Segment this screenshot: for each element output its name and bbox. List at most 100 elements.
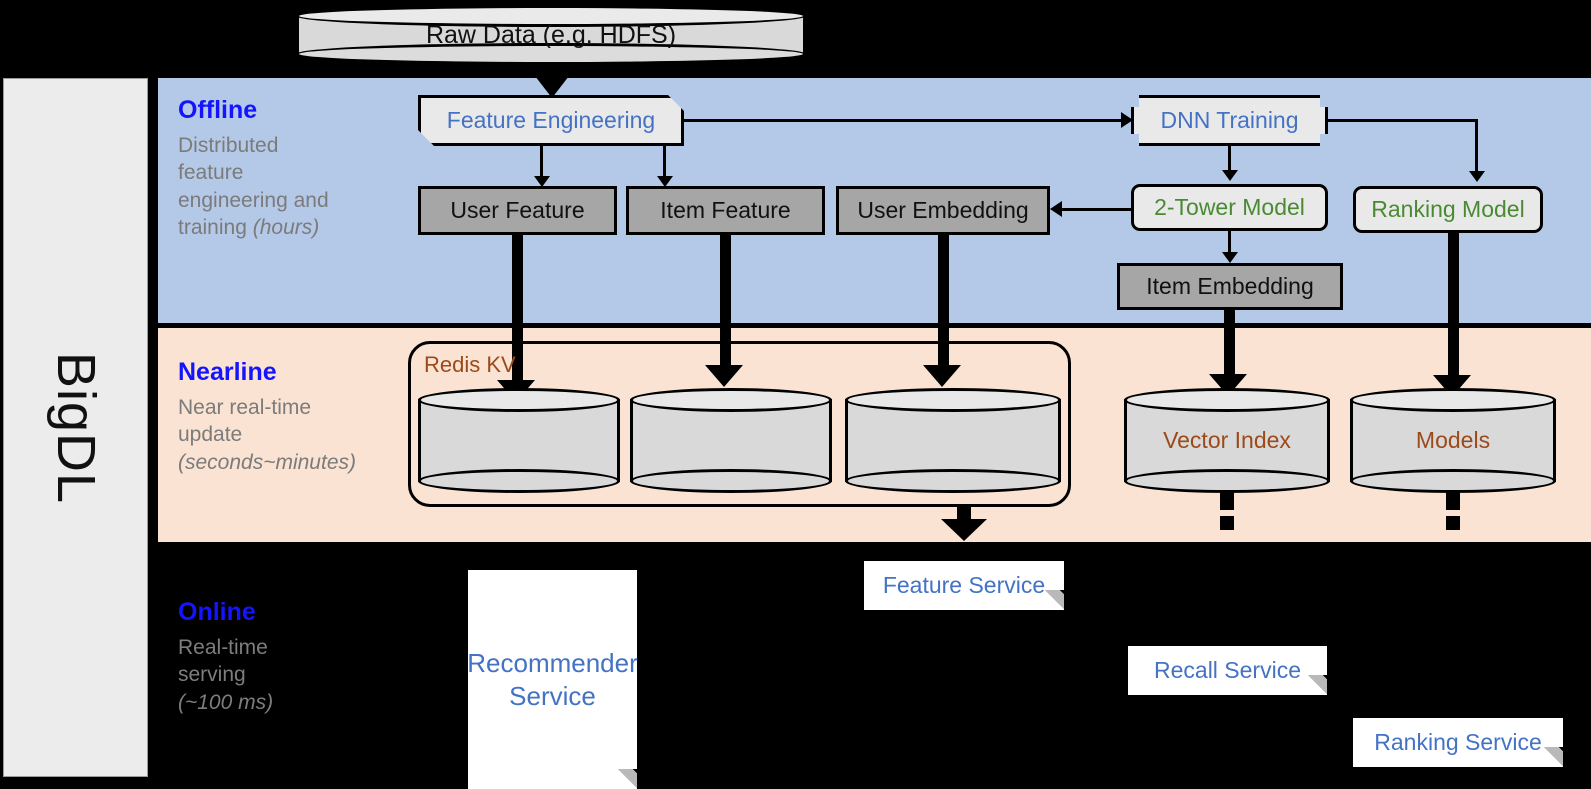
node-2-tower-model[interactable]: 2-Tower Model — [1131, 184, 1328, 231]
folded-corner-icon — [1307, 675, 1327, 695]
2-tower-model-label: 2-Tower Model — [1154, 194, 1305, 220]
node-dnn-training[interactable]: DNN Training — [1131, 95, 1328, 146]
cylinder-top — [1124, 388, 1330, 412]
arrow-2tower-userembedding-head — [1050, 201, 1062, 217]
offline-desc-l3: engineering and — [178, 188, 329, 212]
user-embedding-label: User Embedding — [857, 197, 1029, 223]
node-user-feature[interactable]: User Feature — [418, 186, 617, 235]
caption-offline: Offline Distributed feature engineering … — [178, 96, 393, 241]
recommender-service-label-2: Service — [509, 680, 596, 711]
feature-service-label: Feature Service — [882, 572, 1046, 599]
bigdl-label: BigDL — [45, 351, 106, 504]
recommender-service-label-1: Recommender — [467, 648, 638, 678]
arrow-fe-itemfeature-line — [663, 146, 666, 180]
cylinder-top — [296, 5, 806, 27]
node-recommender-service[interactable]: Recommender Service — [467, 570, 638, 789]
folded-corner-icon — [1543, 747, 1563, 767]
user-feature-label: User Feature — [450, 197, 585, 223]
online-desc: Real-time serving (~100 ms) — [178, 634, 393, 716]
cylinder-top — [630, 388, 832, 412]
folded-corner-icon — [1044, 590, 1064, 610]
node-ranking-model[interactable]: Ranking Model — [1353, 186, 1543, 233]
redis-store-2 — [630, 388, 832, 493]
nearline-title: Nearline — [178, 358, 277, 386]
redis-store-3 — [845, 388, 1061, 493]
folded-corner-icon — [617, 769, 637, 789]
online-desc-italic: (~100 ms) — [178, 690, 274, 714]
arrow-fe-itemfeature-head — [657, 176, 673, 187]
raw-data-store: Raw Data (e.g. HDFS) — [296, 5, 806, 65]
arrow-2tower-itememb-line — [1228, 231, 1231, 255]
vector-index-store: Vector Index — [1124, 388, 1330, 493]
arrow-2tower-itememb-head — [1222, 252, 1238, 263]
cylinder-bottom — [845, 469, 1061, 493]
connector-redis-featureservice-stub — [957, 507, 971, 521]
nearline-desc-l1: Near real-time — [178, 396, 312, 419]
offline-desc-l2: feature — [178, 161, 244, 185]
arrow-rawdata-fe-line — [549, 63, 554, 81]
arrow-fe-userfeature-head — [534, 176, 550, 187]
arrow-rawdata-fe-head — [535, 76, 569, 98]
cylinder-bottom — [418, 469, 620, 493]
pipe-userfeature-redis — [512, 235, 523, 389]
offline-desc-l1: Distributed — [178, 134, 279, 157]
ranking-service-label: Ranking Service — [1374, 729, 1542, 756]
arrow-dnn-ranking-h — [1328, 119, 1478, 122]
connector-vectorindex-dash-2 — [1220, 516, 1234, 530]
raw-data-label: Raw Data (e.g. HDFS) — [425, 20, 677, 49]
offline-desc-l4: training — [178, 215, 253, 239]
nearline-desc-italic: (seconds~minutes) — [178, 450, 356, 474]
recall-service-label: Recall Service — [1154, 657, 1301, 684]
pipe-itemfeature-redis — [720, 235, 731, 373]
item-embedding-label: Item Embedding — [1146, 273, 1314, 299]
connector-vectorindex-dash-1 — [1220, 492, 1234, 510]
dnn-training-label: DNN Training — [1160, 107, 1299, 133]
cylinder-bottom — [1350, 469, 1556, 493]
cylinder-top — [1350, 388, 1556, 412]
arrow-2tower-userembedding-line — [1062, 208, 1132, 211]
models-label: Models — [1415, 427, 1491, 453]
arrow-dnn-ranking-head — [1469, 171, 1485, 182]
offline-desc: Distributed feature engineering and trai… — [178, 132, 393, 241]
ranking-model-label: Ranking Model — [1371, 196, 1525, 222]
connector-models-dash-2 — [1446, 516, 1460, 530]
pipe-rankingmodel-models — [1448, 233, 1459, 383]
nearline-desc: Near real-time update (seconds~minutes) — [178, 394, 393, 476]
cylinder-bottom — [1124, 469, 1330, 493]
redis-kv-container — [408, 341, 1071, 507]
caption-nearline: Nearline Near real-time update (seconds~… — [178, 358, 393, 476]
node-item-embedding[interactable]: Item Embedding — [1117, 263, 1343, 310]
connector-redis-featureservice-head — [941, 519, 987, 541]
pipe-itemfeature-redis-head — [705, 365, 743, 387]
pipe-userembedding-redis-head — [923, 365, 961, 387]
offline-desc-italic: (hours) — [252, 215, 320, 239]
node-feature-engineering[interactable]: Feature Engineering — [418, 95, 684, 146]
arrow-fe-userfeature-line — [540, 146, 543, 180]
redis-store-1 — [418, 388, 620, 493]
caption-online: Online Real-time serving (~100 ms) — [178, 598, 393, 716]
arrow-dnn-2tower-line — [1228, 146, 1231, 174]
pipe-userembedding-redis — [938, 235, 949, 373]
arrow-fe-dnn-line — [684, 119, 1121, 122]
cylinder-bottom — [630, 469, 832, 493]
node-item-feature[interactable]: Item Feature — [626, 186, 825, 235]
arrow-dnn-ranking-v — [1475, 119, 1478, 174]
pipe-itememb-vectorindex — [1224, 310, 1235, 382]
offline-title: Offline — [178, 96, 258, 124]
arrow-dnn-2tower-head — [1222, 170, 1238, 181]
redis-kv-label: Redis KV — [424, 352, 516, 377]
node-ranking-service[interactable]: Ranking Service — [1353, 718, 1563, 767]
feature-engineering-label: Feature Engineering — [446, 107, 656, 133]
bigdl-framework-rail: BigDL — [3, 78, 148, 777]
online-desc-l2: serving — [178, 663, 246, 687]
node-recall-service[interactable]: Recall Service — [1128, 646, 1327, 695]
connector-models-dash-1 — [1446, 492, 1460, 510]
models-store: Models — [1350, 388, 1556, 493]
online-title: Online — [178, 598, 256, 626]
arrow-fe-dnn-head — [1121, 112, 1133, 128]
node-user-embedding[interactable]: User Embedding — [836, 186, 1050, 235]
node-feature-service[interactable]: Feature Service — [864, 561, 1064, 610]
vector-index-label: Vector Index — [1163, 427, 1291, 453]
online-desc-l1: Real-time — [178, 636, 268, 659]
